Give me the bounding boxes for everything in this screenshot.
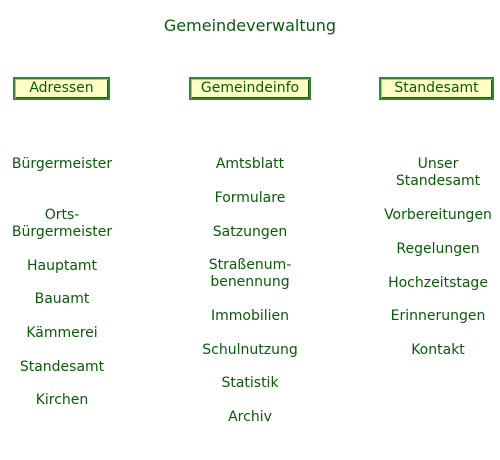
link-hochzeitstage[interactable]: Hochzeitstage [388, 275, 488, 291]
link-kaemmerei[interactable]: Kämmerei [26, 325, 98, 341]
link-bauamt[interactable]: Bauamt [34, 291, 90, 307]
link-hauptamt[interactable]: Hauptamt [26, 258, 98, 274]
link-immobilien[interactable]: Immobilien [210, 308, 289, 324]
link-formulare[interactable]: Formulare [214, 190, 286, 206]
link-buergermeister[interactable]: Bürgermeister [11, 156, 113, 172]
link-schulnutzung[interactable]: Schulnutzung [202, 342, 298, 358]
page-title: Gemeindeverwaltung [163, 16, 337, 35]
link-erinnerungen[interactable]: Erinnerungen [390, 308, 486, 324]
link-orts-line2: Bürgermeister [11, 224, 113, 240]
link-regelungen[interactable]: Regelungen [396, 241, 480, 257]
adressen-button[interactable]: Adressen [13, 77, 110, 100]
link-statistik[interactable]: Statistik [221, 375, 279, 391]
link-strassenumbenennung[interactable]: Straßenum- benennung [175, 257, 325, 291]
link-strassen-line1: Straßenum- [208, 257, 292, 273]
link-unser-line2: Standesamt [395, 173, 481, 189]
link-vorbereitungen[interactable]: Vorbereitungen [384, 207, 492, 223]
link-orts-line1: Orts- [44, 207, 80, 223]
link-amtsblatt[interactable]: Amtsblatt [215, 156, 285, 172]
link-standesamt-adresse[interactable]: Standesamt [19, 359, 105, 375]
link-unser-standesamt[interactable]: Unser Standesamt [363, 156, 500, 190]
link-kirchen[interactable]: Kirchen [35, 392, 89, 408]
link-kontakt[interactable]: Kontakt [411, 342, 465, 358]
link-satzungen[interactable]: Satzungen [212, 224, 288, 240]
link-orts-buergermeister[interactable]: Orts- Bürgermeister [0, 207, 137, 241]
link-strassen-line2: benennung [210, 274, 290, 290]
gemeindeinfo-button[interactable]: Gemeindeinfo [189, 77, 311, 100]
link-archiv[interactable]: Archiv [228, 409, 272, 425]
standesamt-button[interactable]: Standesamt [379, 77, 494, 100]
link-unser-line1: Unser [417, 156, 459, 172]
